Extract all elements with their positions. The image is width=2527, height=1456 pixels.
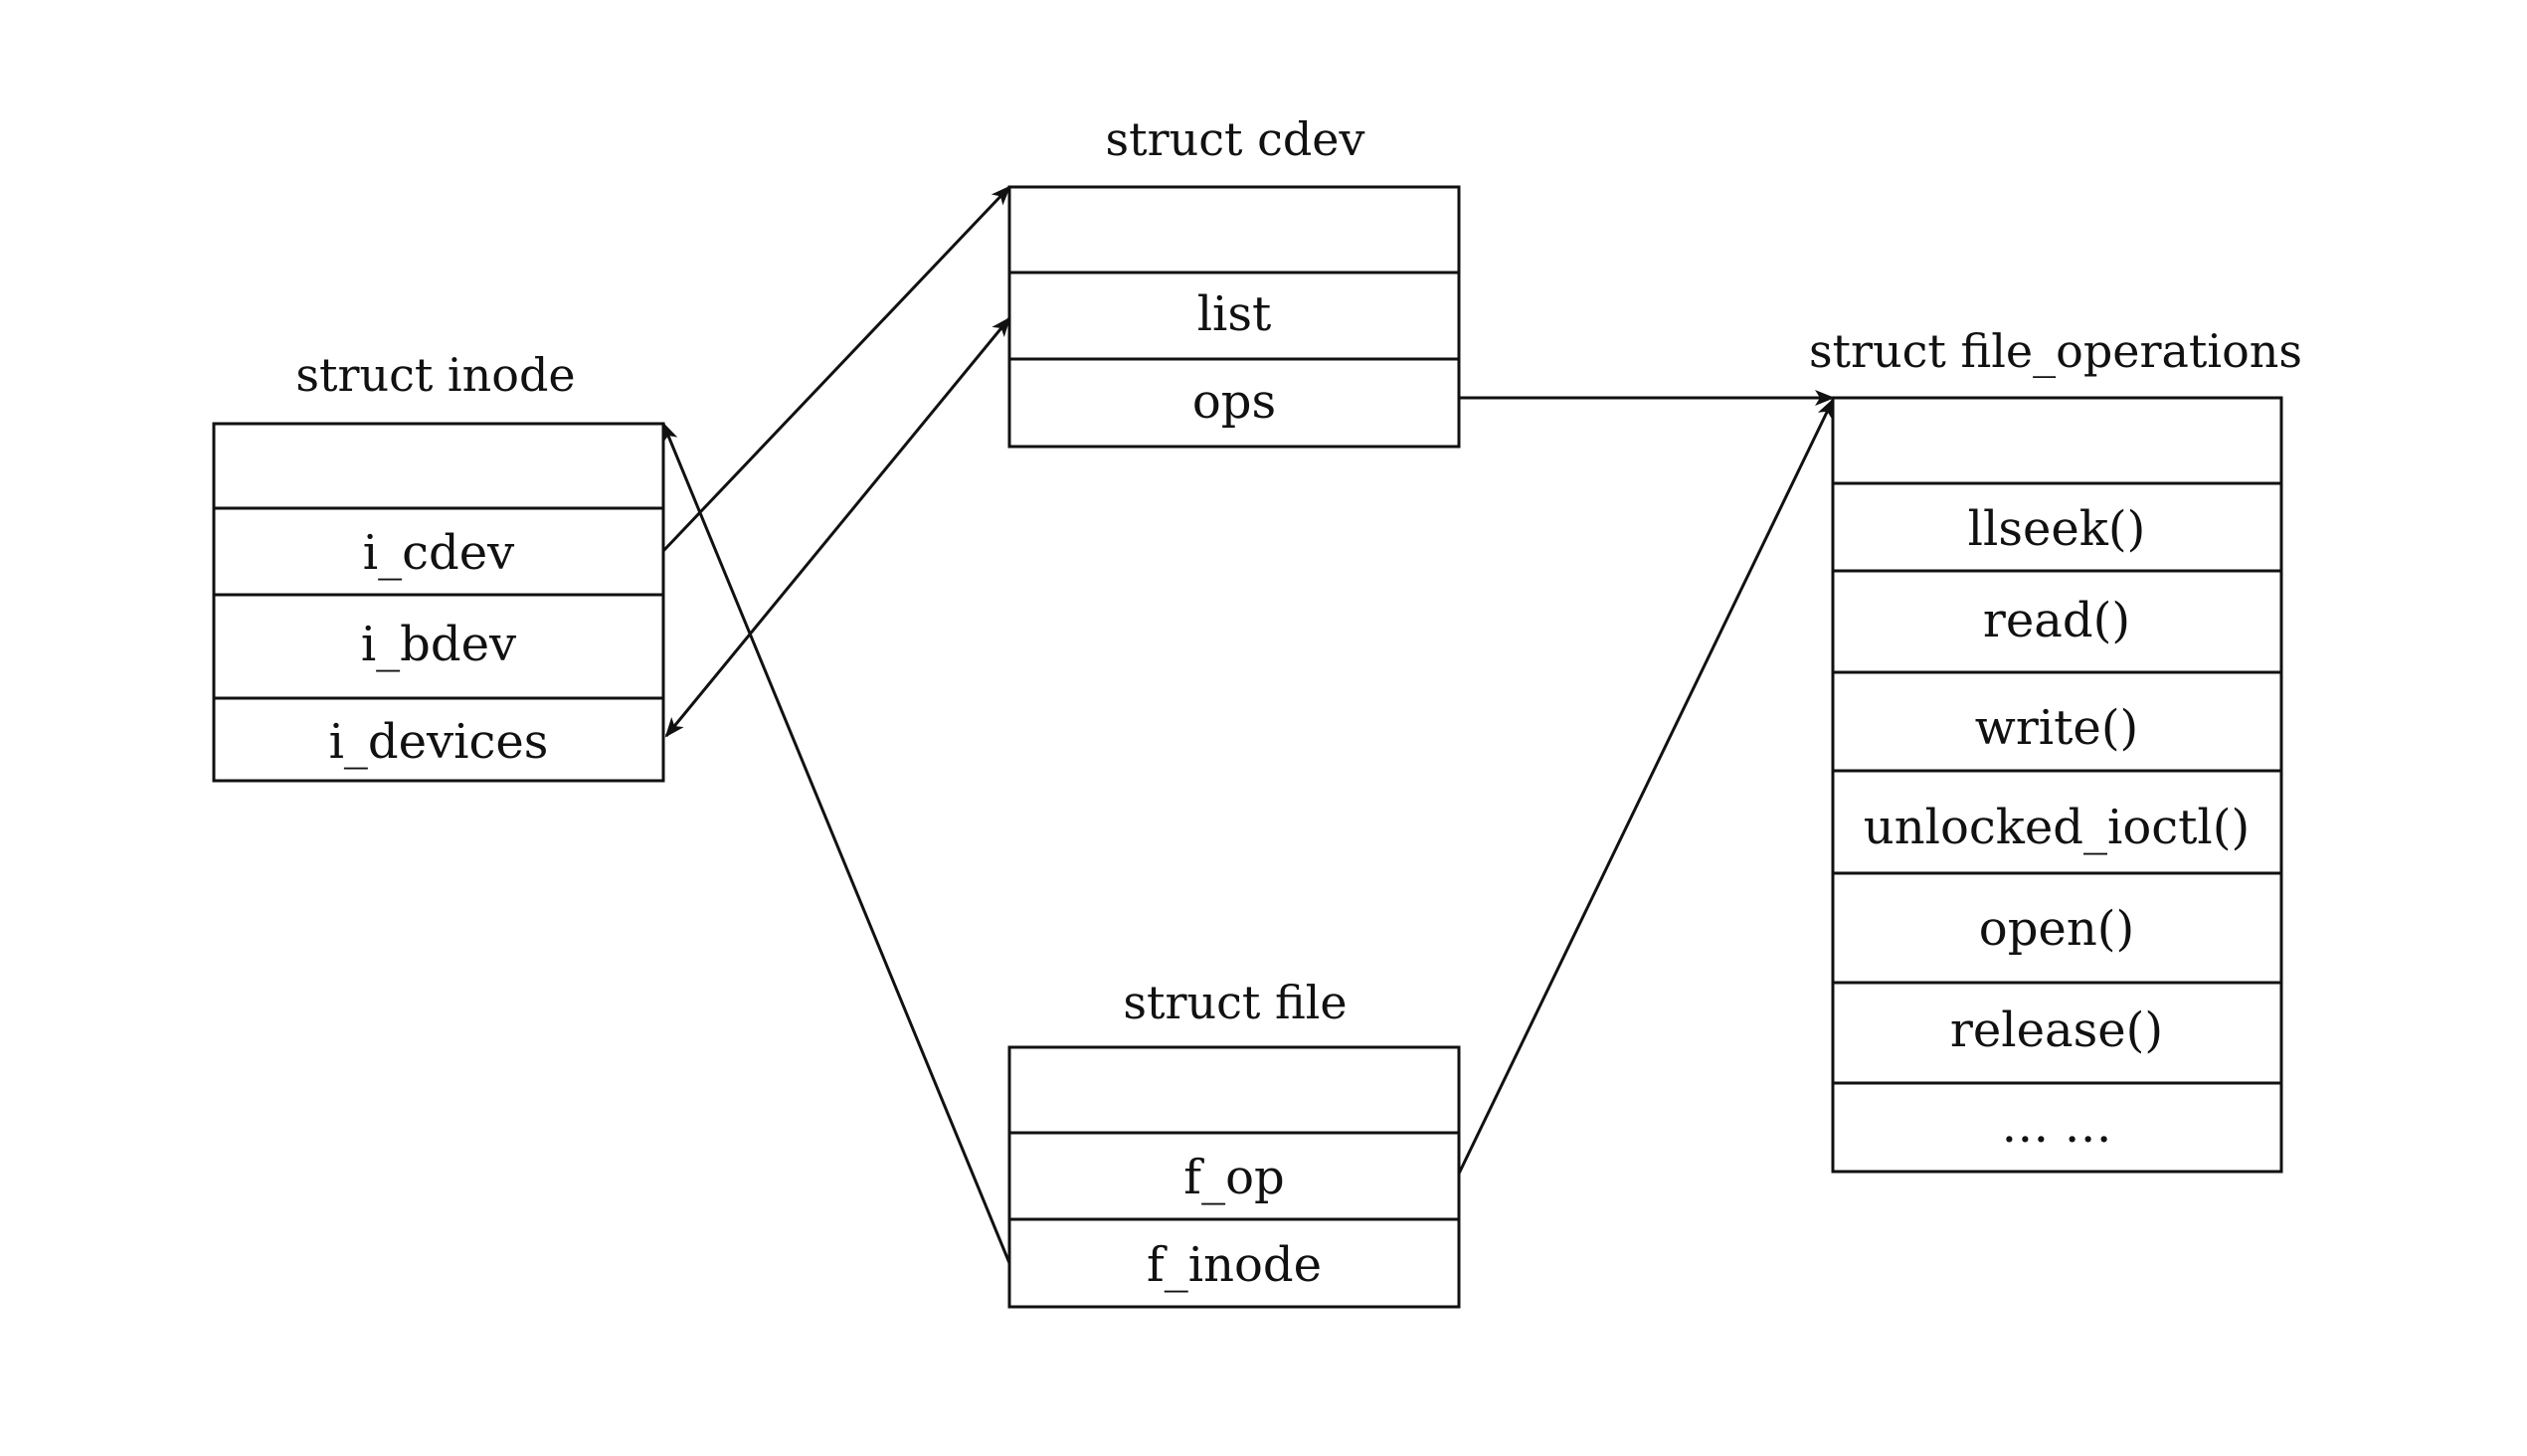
struct-cdev: struct cdev list ops xyxy=(1007,112,1461,449)
field-i-cdev: i_cdev xyxy=(363,525,514,581)
field-unlocked-ioctl: unlocked_ioctl() xyxy=(1864,800,2250,855)
field-llseek: llseek() xyxy=(1968,501,2146,557)
field-ellipsis: … … xyxy=(2001,1098,2111,1154)
field-f-op: f_op xyxy=(1183,1150,1284,1205)
struct-cdev-box xyxy=(1007,185,1461,449)
struct-file: struct file f_op f_inode xyxy=(1007,976,1461,1309)
field-i-bdev: i_bdev xyxy=(361,617,516,672)
connections xyxy=(661,185,1835,1264)
field-read: read() xyxy=(1983,593,2130,648)
field-list: list xyxy=(1197,286,1272,342)
field-i-devices: i_devices xyxy=(329,714,549,770)
arrow-f-op-to-file-operations xyxy=(1457,398,1835,1175)
field-write: write() xyxy=(1975,700,2139,756)
field-open: open() xyxy=(1979,901,2134,957)
struct-file-box xyxy=(1007,1045,1461,1309)
arrow-i-cdev-to-cdev xyxy=(661,185,1011,553)
struct-cdev-title: struct cdev xyxy=(1106,112,1365,166)
struct-inode-box xyxy=(212,422,665,783)
field-f-inode: f_inode xyxy=(1147,1237,1322,1293)
struct-file-operations: struct file_operations llseek() read() w… xyxy=(1809,324,2302,1174)
arrow-i-devices-list xyxy=(664,316,1011,738)
struct-file-operations-title: struct file_operations xyxy=(1809,324,2302,378)
arrow-f-inode-to-inode xyxy=(661,422,1011,1264)
struct-inode: struct inode i_cdev i_bdev i_devices xyxy=(212,348,665,783)
field-ops: ops xyxy=(1192,374,1276,430)
field-release: release() xyxy=(1950,1002,2163,1058)
struct-file-title: struct file xyxy=(1123,976,1347,1029)
struct-inode-title: struct inode xyxy=(295,348,575,402)
struct-file-operations-box xyxy=(1831,396,2283,1174)
